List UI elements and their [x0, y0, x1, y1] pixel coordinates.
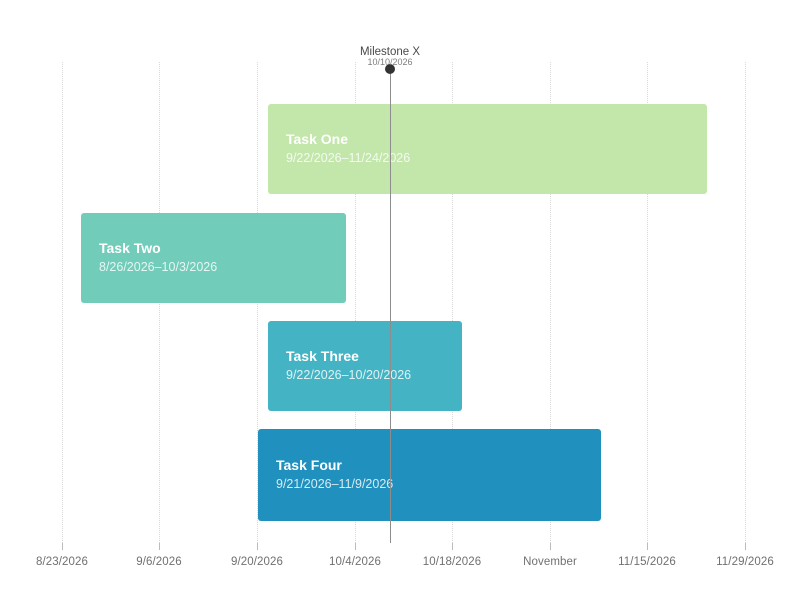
task-bar[interactable]: Task One 9/22/2026–11/24/2026 — [268, 104, 707, 194]
milestone-label: Milestone X — [359, 46, 421, 58]
task-name: Task Four — [276, 457, 342, 474]
gridline — [452, 62, 453, 543]
axis-tick — [62, 543, 63, 550]
task-name: Task Three — [286, 348, 359, 365]
axis-tick — [159, 543, 160, 550]
axis-tick — [355, 543, 356, 550]
task-bar[interactable]: Task Four 9/21/2026–11/9/2026 — [258, 429, 601, 521]
task-bar[interactable]: Task Three 9/22/2026–10/20/2026 — [268, 321, 462, 411]
axis-tick-label: 11/15/2026 — [618, 556, 676, 568]
milestone-date: 10/10/2026 — [367, 57, 413, 67]
task-date-range: 9/22/2026–10/20/2026 — [286, 368, 412, 383]
task-name: Task One — [286, 131, 348, 148]
axis-tick-label: 9/20/2026 — [230, 556, 284, 568]
gridline — [62, 62, 63, 543]
axis-tick-label: 11/29/2026 — [716, 556, 774, 568]
axis-tick — [745, 543, 746, 550]
gridline — [355, 62, 356, 543]
gridline — [550, 62, 551, 543]
axis-tick — [647, 543, 648, 550]
task-bar[interactable]: Task Two 8/26/2026–10/3/2026 — [81, 213, 346, 303]
axis-tick — [257, 543, 258, 550]
axis-tick-label: 8/23/2026 — [35, 556, 89, 568]
gridline — [745, 62, 746, 543]
gridline — [647, 62, 648, 543]
axis-tick-label: 9/6/2026 — [136, 556, 182, 568]
task-name: Task Two — [99, 240, 161, 257]
milestone-line — [390, 69, 391, 543]
task-date-range: 8/26/2026–10/3/2026 — [99, 260, 218, 275]
axis-tick — [452, 543, 453, 550]
axis-tick-label: 10/4/2026 — [328, 556, 382, 568]
axis-tick-label: November — [523, 556, 577, 568]
axis-tick — [550, 543, 551, 550]
task-date-range: 9/21/2026–11/9/2026 — [276, 477, 394, 492]
axis-tick-label: 10/18/2026 — [422, 556, 482, 568]
milestone-dot-icon[interactable] — [385, 64, 395, 74]
task-date-range: 9/22/2026–11/24/2026 — [286, 151, 411, 166]
